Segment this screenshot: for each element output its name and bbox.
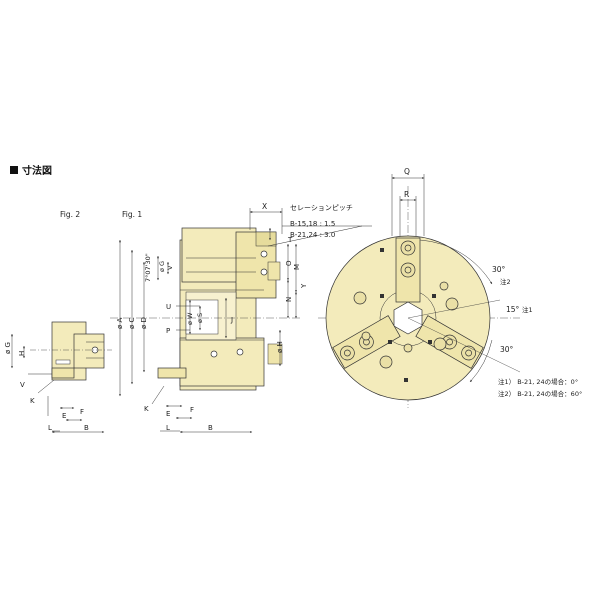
fig1-dim-v: V (166, 265, 174, 270)
fig1-dim-c: ø C (128, 317, 136, 329)
fig1-dim-g: ø G (158, 261, 166, 272)
serration-line1: B-15,18 : 1.5 (290, 220, 335, 228)
fig1-dim-m: M (293, 264, 301, 270)
fig1-dim-angle: 7°07'30" (144, 253, 152, 282)
fig1-dim-j: J (230, 316, 233, 324)
fig1-label: Fig. 1 (122, 210, 142, 219)
mounting-holes (353, 281, 459, 369)
jaw-left (332, 315, 401, 369)
fig1-dim-a: ø A (116, 317, 124, 329)
fig2-dim-h: H (18, 351, 26, 356)
front-dim-r: R (404, 190, 409, 199)
fig1-dim-d: ø D (140, 317, 148, 329)
front-dim-angle3: 30° (500, 345, 514, 354)
jaw-top (395, 237, 421, 303)
fig2-flange (51, 367, 75, 379)
note-2: 注2） B-21, 24の場合：60° (498, 389, 582, 398)
fig1-flange (157, 367, 187, 379)
fig2-label: Fig. 2 (60, 210, 80, 219)
serration-title: セレーションピッチ (290, 204, 353, 212)
front-dimensions (391, 174, 521, 383)
serration-callout: セレーションピッチ B-15,18 : 1.5 B-21,24 : 3.0 (290, 204, 353, 239)
fig1-dim-s: ø S (196, 313, 204, 323)
fig2-dim-b: B (84, 424, 89, 432)
front-dim-labels: Q R 30° 注2 15° 注1 30° (404, 167, 533, 354)
front-dim-q: Q (404, 167, 410, 176)
fig1-dim-o: O (285, 260, 293, 266)
fig1-dim-n: N (285, 297, 293, 302)
fig1-dim-f: F (190, 406, 194, 414)
fig1-dim-l: L (166, 424, 170, 432)
note-1: 注1） B-21, 24の場合：0° (498, 377, 578, 386)
section-heading: 寸法図 (10, 164, 52, 177)
fig1-dim-k: K (144, 405, 149, 413)
fig1-serration (255, 231, 277, 247)
fig2-dim-labels: ø G H V K E F L B (4, 342, 89, 432)
fig2-dimensions (11, 333, 105, 433)
notes: 注1） B-21, 24の場合：0° 注2） B-21, 24の場合：60° (498, 377, 582, 398)
fig2-jaw (73, 333, 105, 369)
fig2-dim-v: V (20, 381, 25, 389)
serration-line2: B-21,24 : 3.0 (290, 231, 335, 239)
fig1-dim-y: Y (300, 283, 308, 289)
fig1-side-view (110, 227, 300, 391)
section-title: 寸法図 (22, 164, 52, 177)
fig2-side-view (30, 321, 112, 381)
fig2-dim-f: F (80, 408, 84, 416)
front-dim-angle2: 15° (506, 305, 520, 314)
fig2-dim-e: E (62, 412, 66, 420)
heading-bullet (10, 166, 18, 174)
front-view (318, 186, 520, 408)
fig2-dim-l: L (48, 424, 52, 432)
front-dim-angle1: 30° (492, 265, 506, 274)
fig1-dim-e: E (166, 410, 170, 418)
fig1-lower-body (179, 337, 265, 387)
fig1-dim-labels: X T 7°07'30" ø G V O M N Y ø A ø C ø D U… (116, 202, 308, 432)
fig2-dim-g: ø G (4, 342, 12, 354)
fig1-dimensions (119, 208, 372, 433)
fig1-dim-p: P (166, 327, 170, 335)
fig1-dim-u: U (166, 303, 171, 311)
fig1-dim-w: ø W (186, 312, 194, 325)
fig1-dim-t: T (287, 236, 293, 244)
fig1-dim-b: B (208, 424, 213, 432)
fig2-dim-k: K (30, 397, 35, 405)
bolt-marks (380, 248, 436, 382)
front-dim-note2: 注2 (500, 277, 511, 286)
fig1-dim-h: ø H (276, 341, 284, 353)
fig1-dim-x: X (262, 202, 267, 211)
front-dim-note1: 注1 (522, 305, 533, 314)
